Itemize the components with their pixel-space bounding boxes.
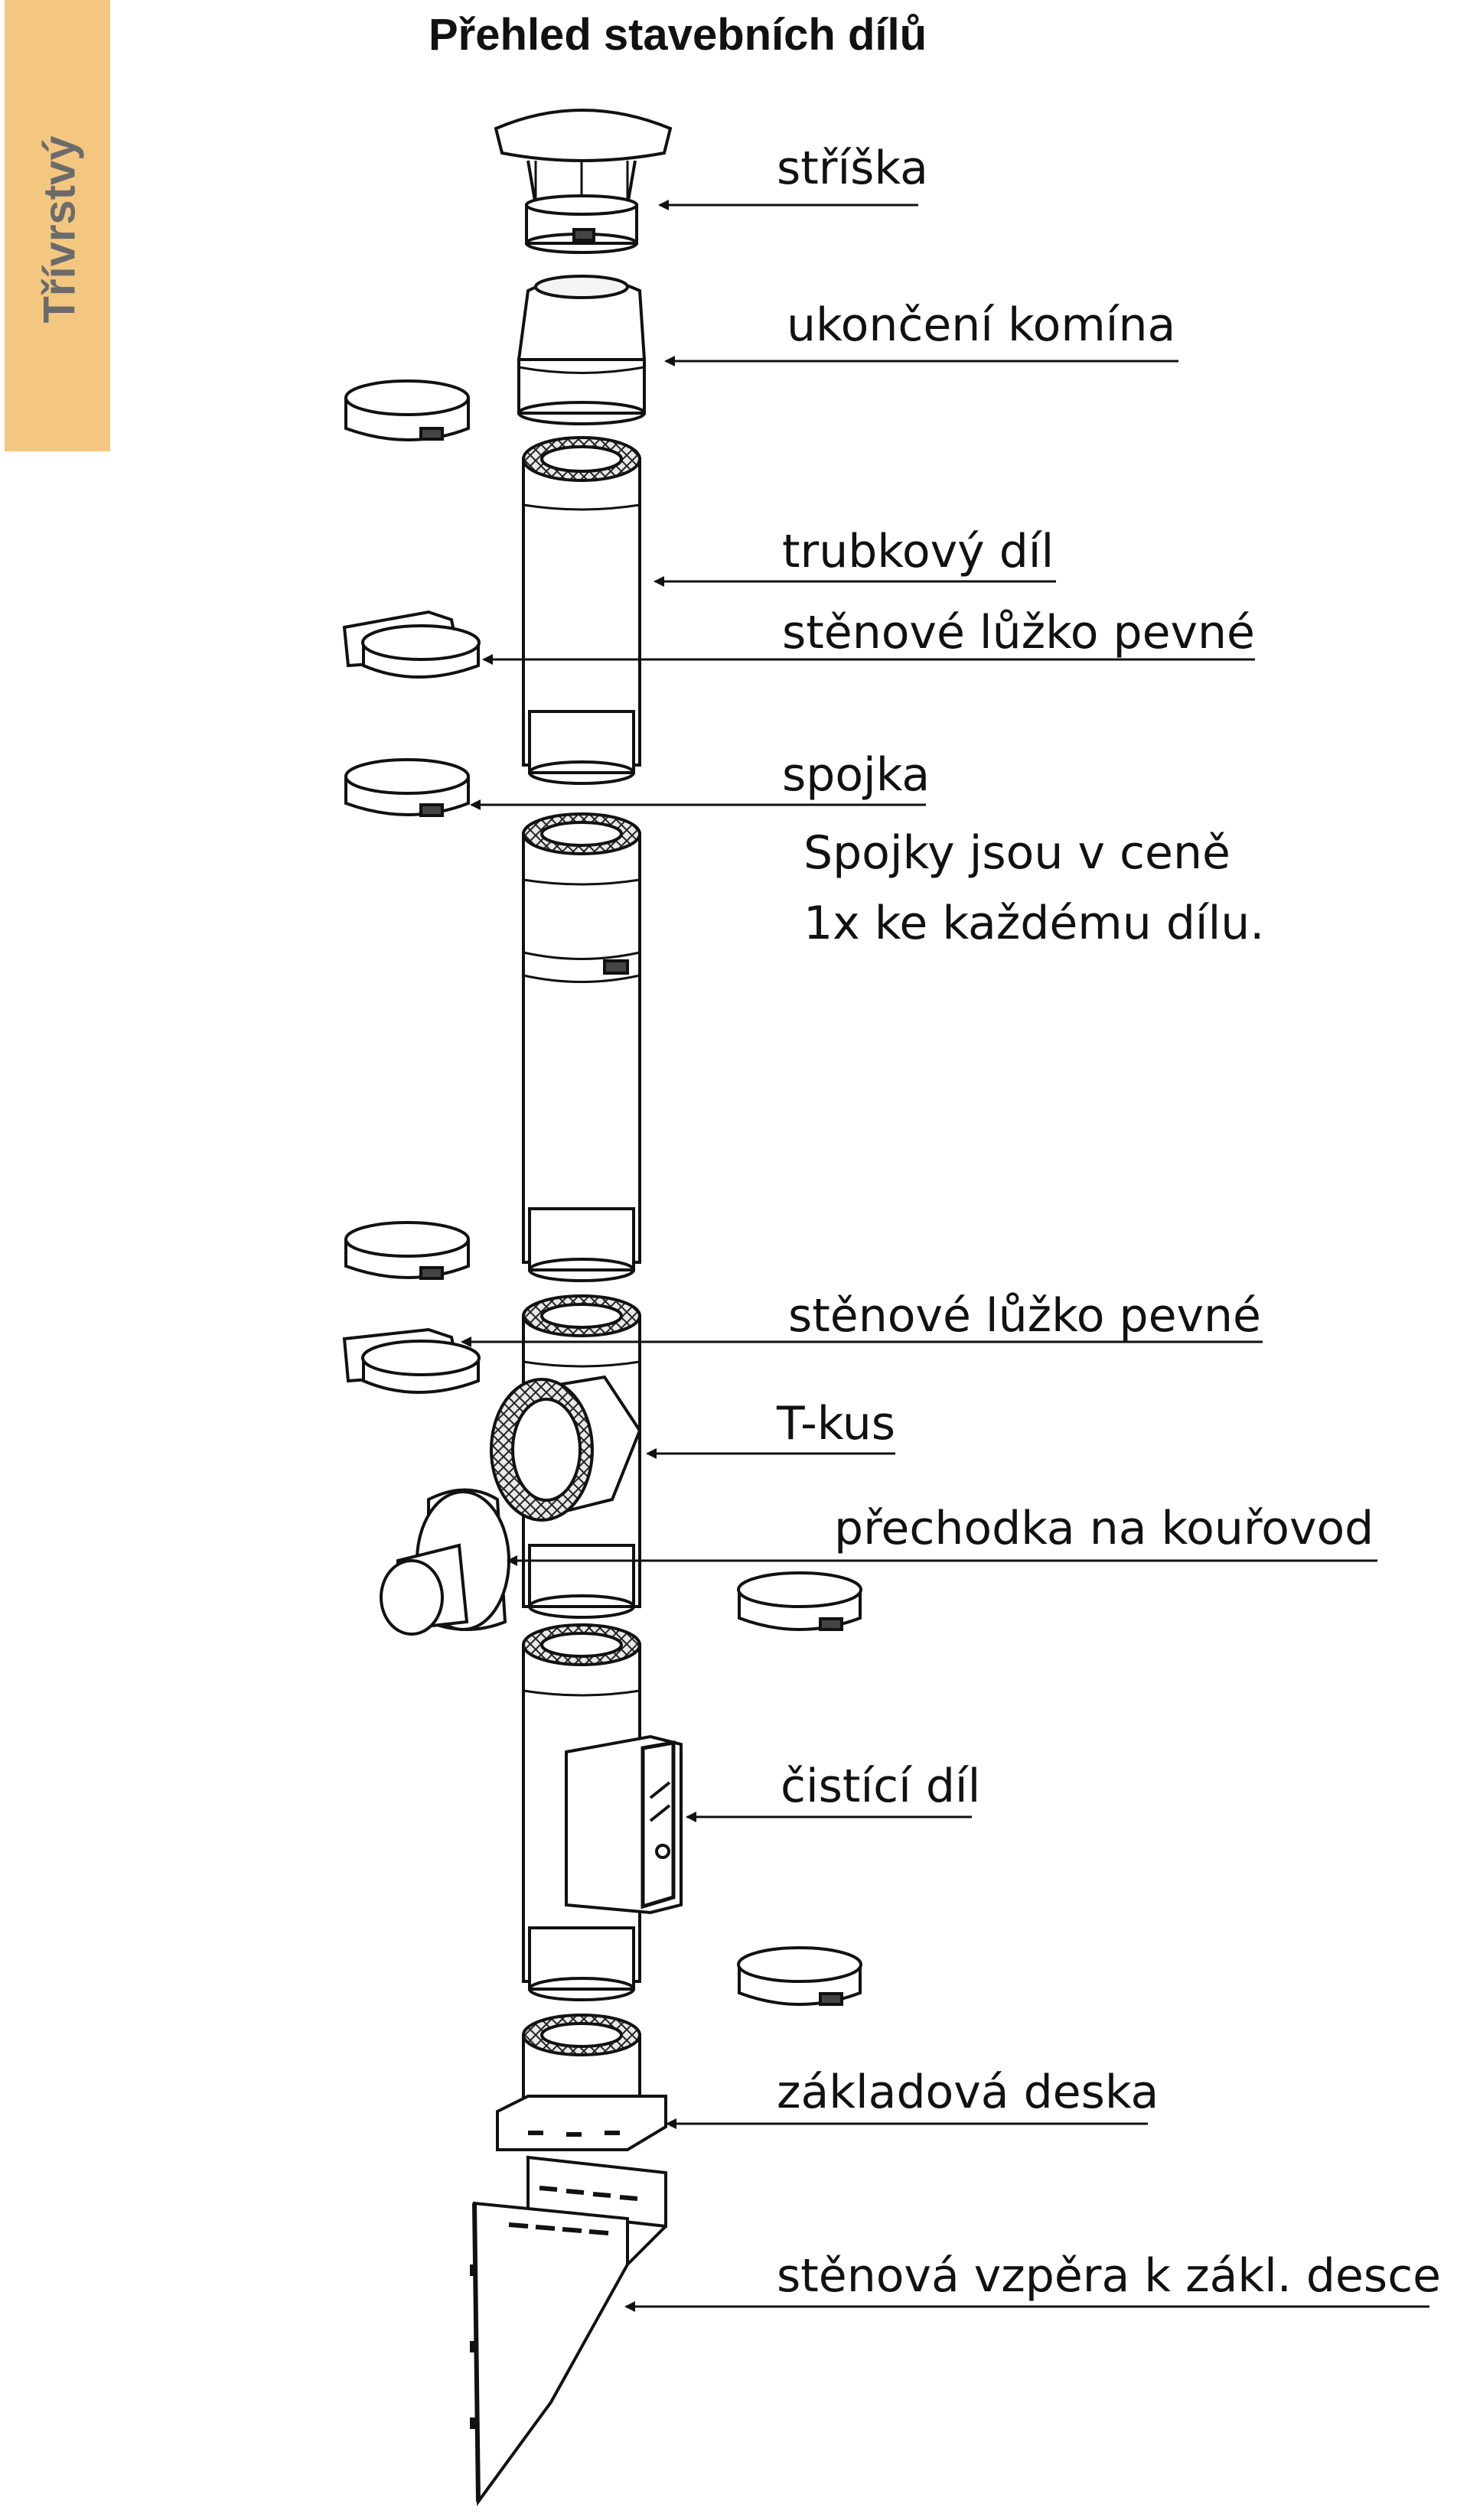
label-stenove-lozko-2: stěnové lůžko pevné bbox=[788, 1289, 1261, 1343]
label-t-kus: T-kus bbox=[777, 1397, 895, 1450]
label-trubkovy: trubkový díl bbox=[782, 525, 1054, 578]
wall-mount-band-1 bbox=[342, 610, 481, 679]
page-title: Přehled stavebních dílů bbox=[429, 10, 927, 60]
pipe-section-part bbox=[522, 436, 641, 785]
clamp-band-4 bbox=[737, 1571, 862, 1631]
label-stenove-lozko-1: stěnové lůžko pevné bbox=[782, 606, 1255, 659]
clamp-band-5 bbox=[737, 1946, 862, 2006]
wall-bracket-part bbox=[470, 2155, 667, 2507]
label-cistici: čistící díl bbox=[781, 1760, 981, 1813]
pipe-section-2-part bbox=[522, 812, 641, 1282]
label-prechodka: přechodka na kouřovod bbox=[834, 1502, 1374, 1555]
label-ukonceni: ukončení komína bbox=[787, 298, 1176, 352]
base-plate-part bbox=[496, 2014, 667, 2151]
chimney-termination-part bbox=[517, 275, 647, 425]
wall-mount-band-2 bbox=[342, 1327, 481, 1394]
clamp-band-2 bbox=[344, 758, 470, 817]
label-striska: stříška bbox=[777, 142, 928, 195]
label-spojka: spojka bbox=[782, 748, 931, 802]
cleaning-section-part bbox=[522, 1623, 683, 2001]
label-vzpera: stěnová vzpěra k zákl. desce bbox=[777, 2249, 1442, 2303]
rain-cap-part bbox=[494, 109, 673, 254]
flue-adapter-part bbox=[380, 1488, 510, 1636]
note-line-1: Spojky jsou v ceně bbox=[803, 826, 1230, 880]
side-tab: Třívrstvý bbox=[5, 0, 110, 451]
label-zakladova: základová deska bbox=[777, 2066, 1159, 2119]
clamp-band-3 bbox=[344, 1221, 470, 1280]
clamp-band-1 bbox=[344, 379, 470, 441]
note-line-2: 1x ke každému dílu. bbox=[803, 897, 1265, 950]
t-piece-part bbox=[490, 1294, 642, 1619]
